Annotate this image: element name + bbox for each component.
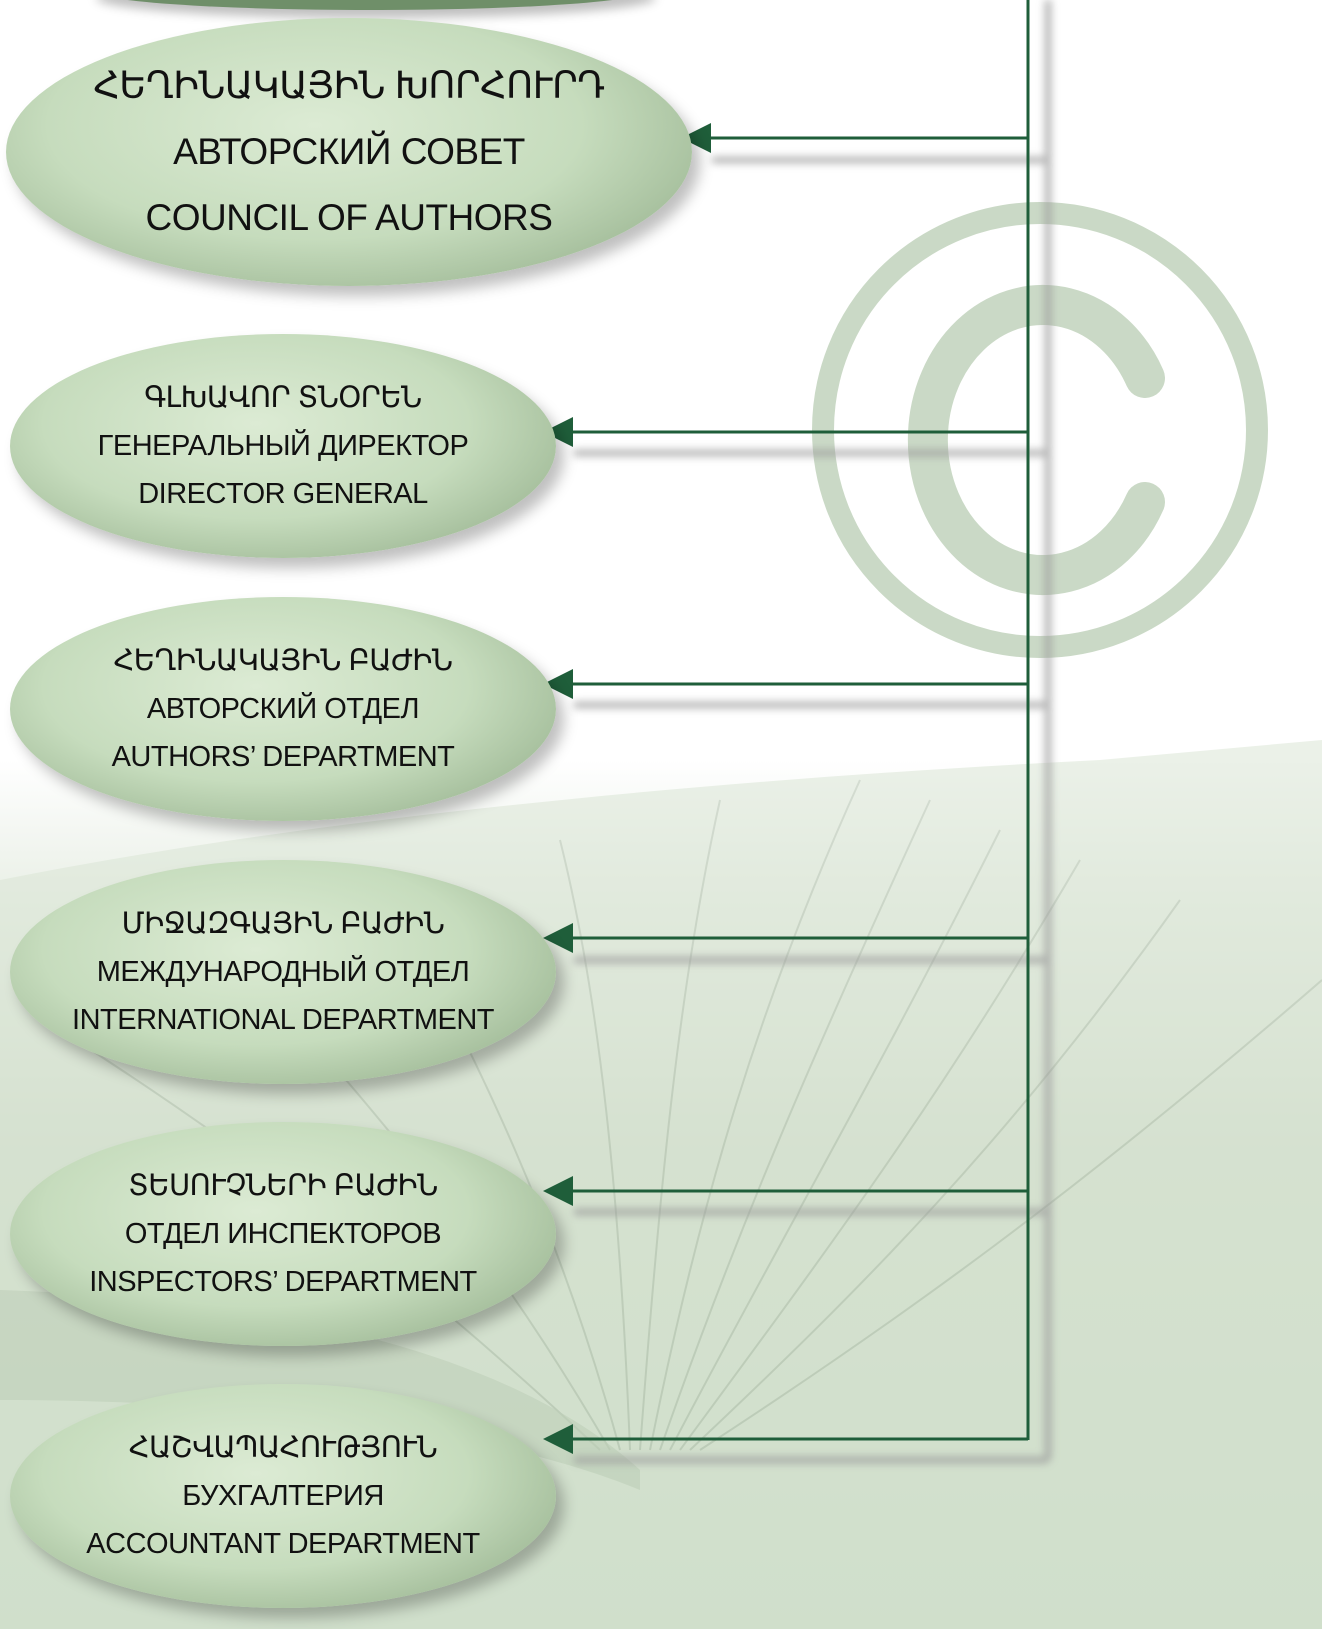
node-label-russian: ГЕНЕРАЛЬНЫЙ ДИРЕКТОР: [97, 430, 469, 462]
connectors: [543, 0, 1030, 1454]
node-label-armenian: ՀԱՇՎԱՊԱՀՈՒԹՅՈՒՆ: [128, 1432, 438, 1464]
node-authors-department: ՀԵՂԻՆԱԿԱՅԻՆ ԲԱԺԻՆ АВТОРСКИЙ ОТДЕЛ AUTHOR…: [10, 597, 556, 821]
node-label-english: INTERNATIONAL DEPARTMENT: [72, 1004, 494, 1036]
parent-node-edge: [90, 0, 650, 10]
node-label-english: COUNCIL OF AUTHORS: [145, 197, 553, 238]
node-label-english: ACCOUNTANT DEPARTMENT: [86, 1528, 480, 1560]
node-inspectors-department: ՏԵՍՈՒՉՆԵՐԻ ԲԱԺԻՆ ОТДЕЛ ИНСПЕКТОРОВ INSPE…: [10, 1122, 556, 1346]
node-council-of-authors: ՀԵՂԻՆԱԿԱՅԻՆ ԽՈՐՀՈՒՐԴ АВТОРСКИЙ СОВЕТ COU…: [6, 18, 692, 286]
node-label-armenian: ՄԻՋԱԶԳԱՅԻՆ ԲԱԺԻՆ: [121, 908, 445, 940]
connector-shadows: [574, 0, 1052, 1464]
node-accountant-department: ՀԱՇՎԱՊԱՀՈՒԹՅՈՒՆ БУХГАЛТЕРИЯ ACCOUNTANT D…: [10, 1384, 556, 1608]
node-label-english: INSPECTORS’ DEPARTMENT: [89, 1266, 477, 1298]
node-label-armenian: ՏԵՍՈՒՉՆԵՐԻ ԲԱԺԻՆ: [128, 1170, 438, 1202]
node-label-armenian: ԳԼԽԱՎՈՐ ՏՆՕՐԵՆ: [144, 382, 422, 414]
node-label-armenian: ՀԵՂԻՆԱԿԱՅԻՆ ԽՈՐՀՈՒՐԴ: [93, 65, 605, 106]
node-label-english: DIRECTOR GENERAL: [138, 478, 428, 510]
node-international-department: ՄԻՋԱԶԳԱՅԻՆ ԲԱԺԻՆ МЕЖДУНАРОДНЫЙ ОТДЕЛ INT…: [10, 860, 556, 1084]
node-label-russian: АВТОРСКИЙ ОТДЕЛ: [146, 693, 420, 725]
node-label-english: AUTHORS’ DEPARTMENT: [111, 741, 455, 773]
node-director-general: ԳԼԽԱՎՈՐ ՏՆՕՐԵՆ ГЕНЕРАЛЬНЫЙ ДИРЕКТОР DIRE…: [10, 334, 556, 558]
node-label-russian: БУХГАЛТЕРИЯ: [182, 1480, 384, 1512]
copyright-icon: [812, 202, 1268, 658]
node-label-russian: АВТОРСКИЙ СОВЕТ: [173, 131, 525, 172]
node-label-armenian: ՀԵՂԻՆԱԿԱՅԻՆ ԲԱԺԻՆ: [113, 645, 453, 677]
node-label-russian: МЕЖДУНАРОДНЫЙ ОТДЕЛ: [96, 956, 470, 988]
node-label-russian: ОТДЕЛ ИНСПЕКТОРОВ: [124, 1218, 442, 1250]
